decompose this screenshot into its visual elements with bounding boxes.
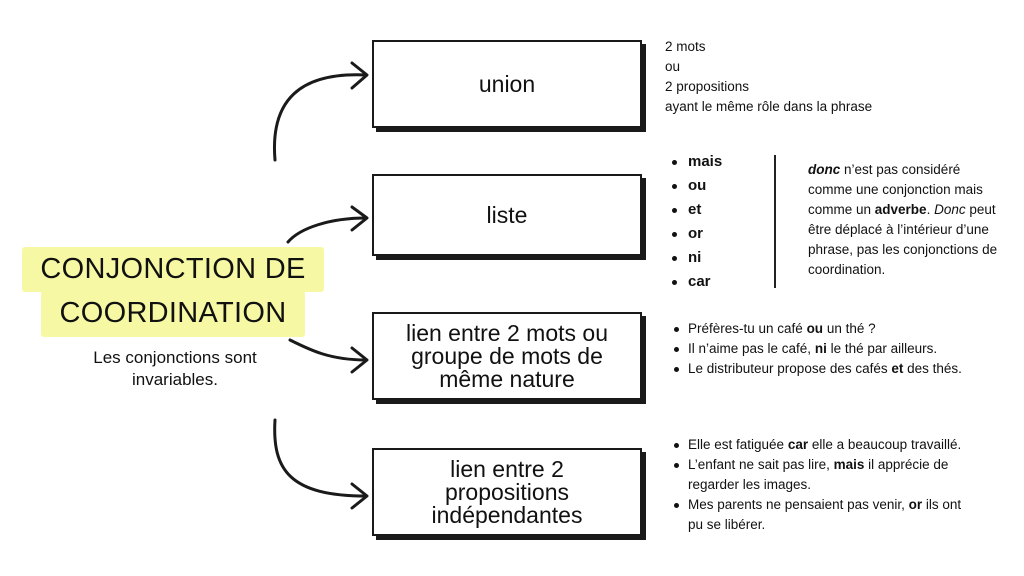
union-note-line: ayant le même rôle dans la phrase <box>665 99 873 114</box>
list-item: L’enfant ne sait pas lire, mais il appré… <box>672 455 962 495</box>
adverbe-word: adverbe <box>874 202 927 217</box>
arrow-to-union <box>272 73 368 162</box>
list-item: ou <box>670 174 722 198</box>
donc-word: donc <box>808 162 841 177</box>
donc-italic: Donc <box>934 202 966 217</box>
list-item: car <box>670 270 722 294</box>
arrow-head-propositions <box>350 482 369 510</box>
union-note-line: 2 propositions <box>665 79 750 94</box>
arrow-head-union <box>350 61 369 90</box>
subtitle: Les conjonctions sont invariables. <box>93 348 257 389</box>
donc-note-text: . <box>926 202 935 217</box>
title-highlight <box>22 247 324 292</box>
arrow-to-liste <box>286 216 368 244</box>
central-topic: CONJONCTION DE COORDINATION <box>22 247 324 337</box>
donc-note-text: peut être déplacé à l’intérieur d’une ph… <box>808 202 998 277</box>
list-item: ni <box>670 246 722 270</box>
title-line-1: CONJONCTION DE <box>40 253 306 285</box>
donc-note-text: n’est pas considéré comme une conjonctio… <box>808 162 983 217</box>
box-lien-propositions: lien entre 2 propositions indépendantes <box>372 448 642 536</box>
divider-line <box>774 155 776 288</box>
examples-propositions: Elle est fatiguée car elle a beaucoup tr… <box>672 435 962 535</box>
donc-note: donc n’est pas considéré comme une conjo… <box>808 160 1008 280</box>
list-item: Elle est fatiguée car elle a beaucoup tr… <box>672 435 962 455</box>
list-item: Préfères-tu un café ou un thé ? <box>672 319 962 339</box>
union-note: 2 mots ou 2 propositions ayant le même r… <box>665 37 872 117</box>
list-item: et <box>670 198 722 222</box>
title-highlight <box>41 291 305 337</box>
box-union: union <box>372 40 642 128</box>
box-lien-mots: lien entre 2 mots ou groupe de mots de m… <box>372 312 642 400</box>
list-item: Le distributeur propose des cafés et des… <box>672 359 962 379</box>
examples-mots: Préfères-tu un café ou un thé ? Il n’aim… <box>672 319 962 379</box>
box-liste: liste <box>372 174 642 256</box>
arrow-head-mots <box>350 346 369 374</box>
list-item: mais <box>670 150 722 174</box>
union-note-line: ou <box>665 59 681 74</box>
list-item: Il n’aime pas le café, ni le thé par ail… <box>672 339 962 359</box>
arrow-to-propositions <box>273 418 368 498</box>
list-item: or <box>670 222 722 246</box>
liste-conjonctions: mais ou et or ni car <box>670 150 722 294</box>
list-item: Mes parents ne pensaient pas venir, or i… <box>672 495 962 535</box>
title-line-2: COORDINATION <box>59 297 287 329</box>
union-note-line: 2 mots <box>665 39 706 54</box>
arrow-head-liste <box>350 205 369 232</box>
arrow-to-mots <box>288 338 368 362</box>
